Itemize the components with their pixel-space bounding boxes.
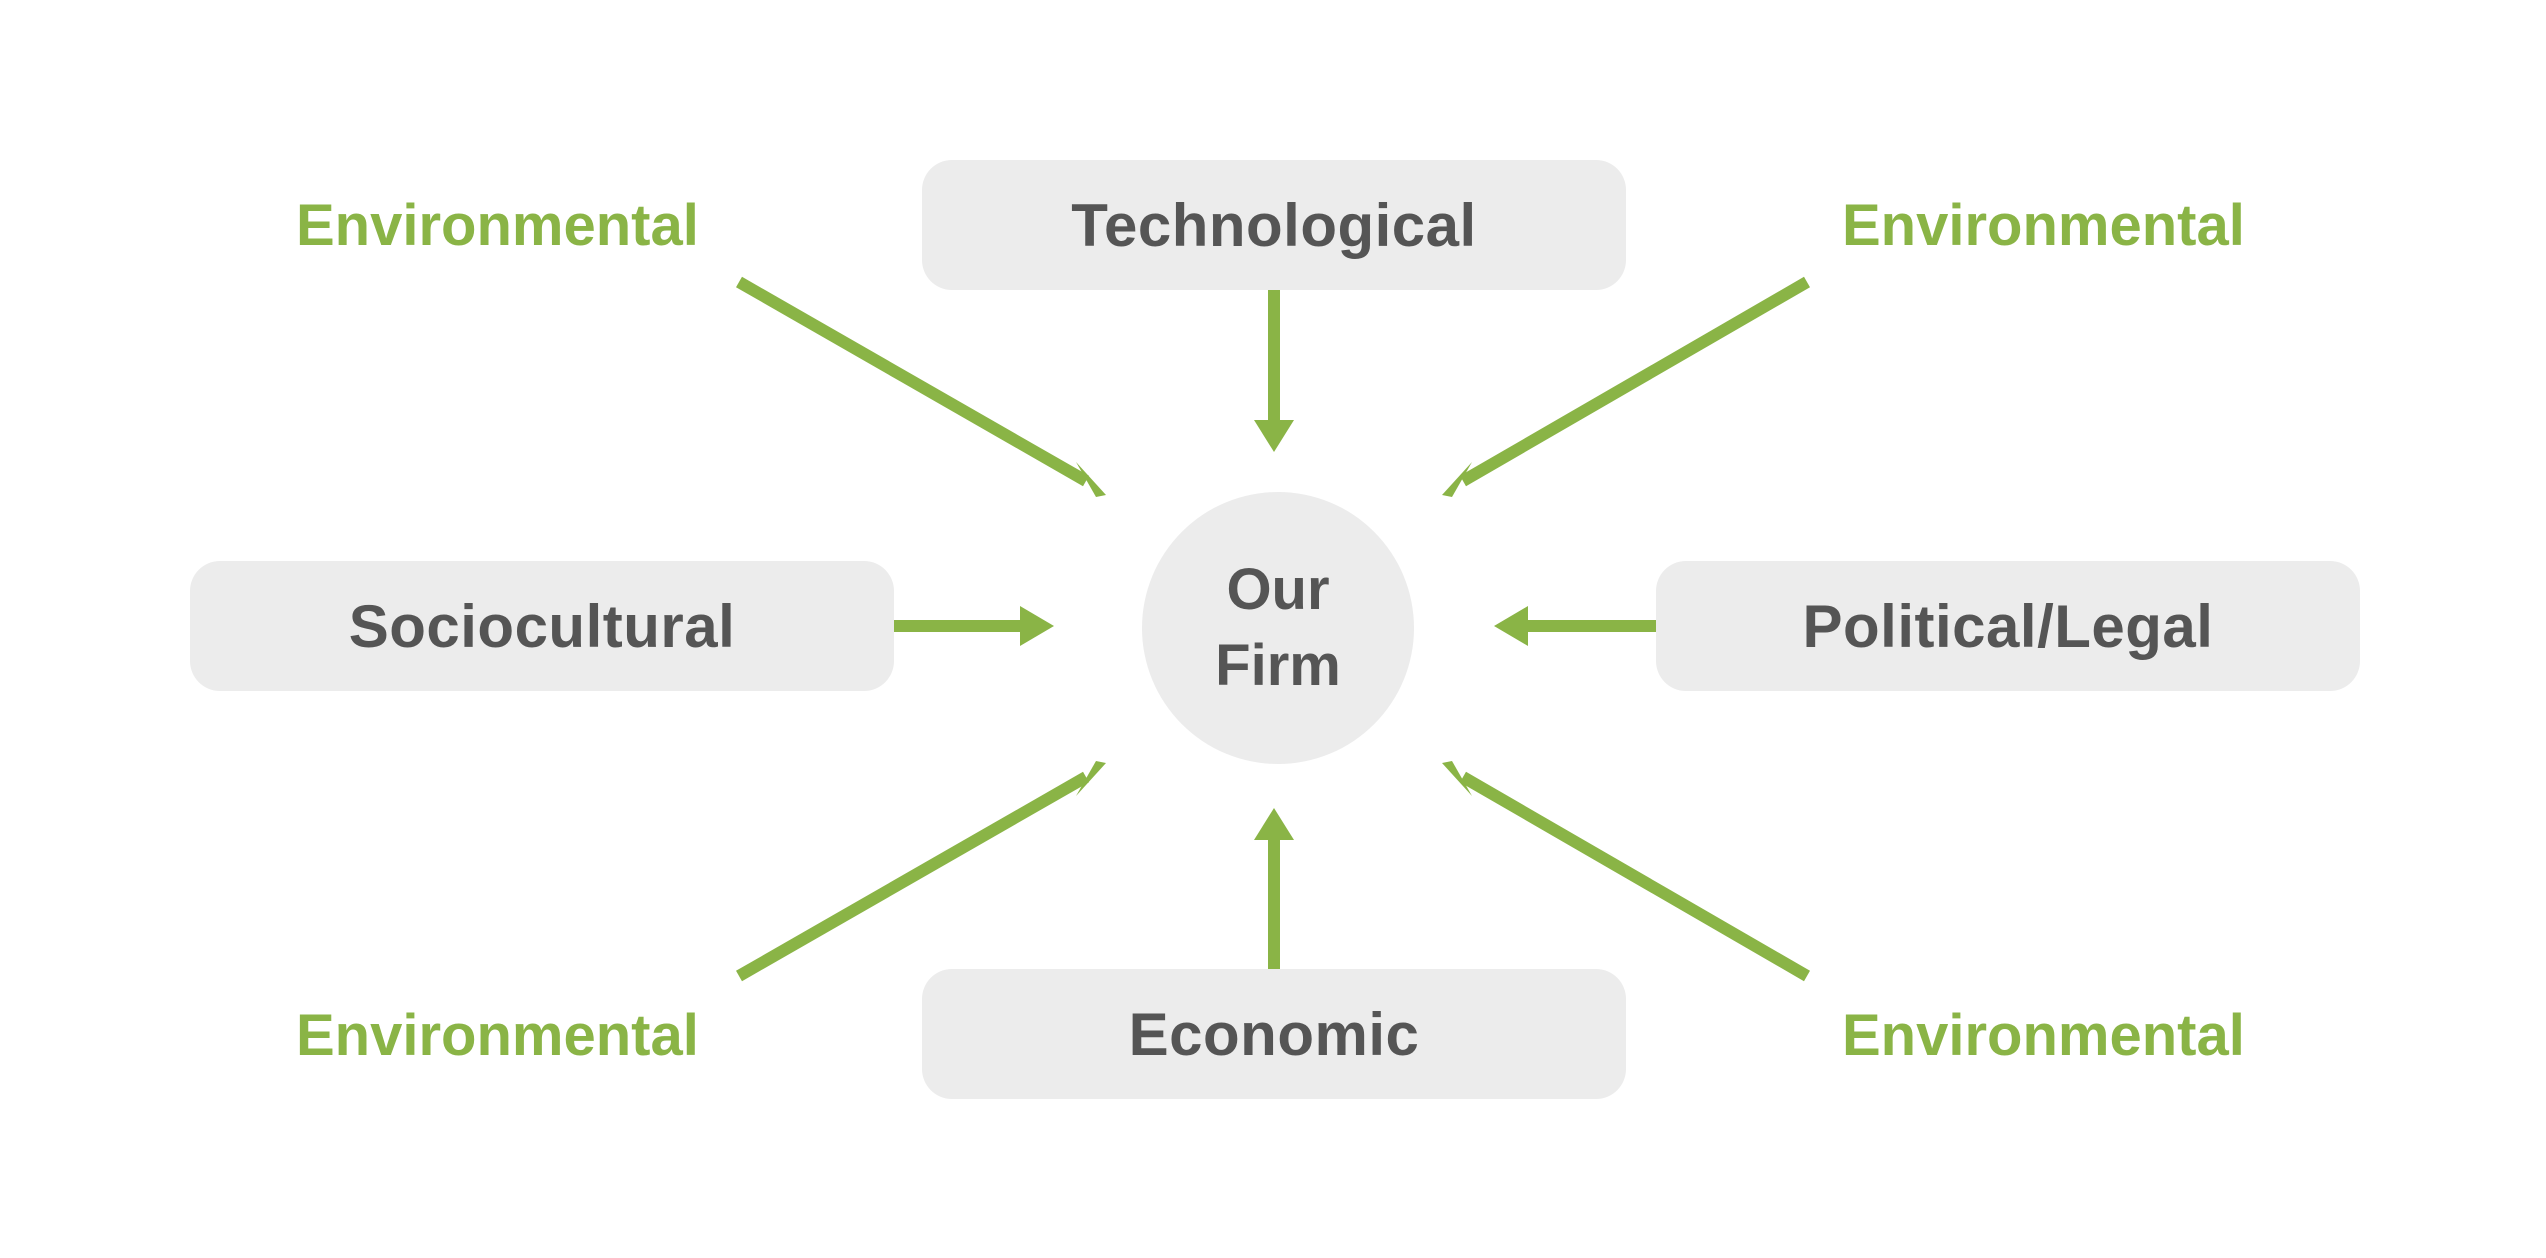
environmental-label-bottom-left: Environmental <box>296 1003 699 1068</box>
environmental-label-top-left: Environmental <box>296 193 699 258</box>
environmental-label-bottom-right: Environmental <box>1842 1003 2245 1068</box>
arrow-env-top-right <box>1442 276 1811 497</box>
arrow-economic <box>1254 808 1294 969</box>
arrow-sociocultural <box>894 606 1054 646</box>
environmental-label-top-right: Environmental <box>1842 193 2245 258</box>
arrow-political-legal <box>1494 606 1656 646</box>
center-label-line2: Firm <box>1215 633 1341 698</box>
arrow-env-top-left <box>736 276 1106 497</box>
label-economic: Economic <box>1128 1000 1420 1068</box>
box-economic: Economic <box>922 969 1626 1099</box>
label-technological: Technological <box>1071 191 1477 259</box>
center-label-line1: Our <box>1226 557 1330 622</box>
label-sociocultural: Sociocultural <box>348 592 736 660</box>
box-political-legal: Political/Legal <box>1656 561 2360 691</box>
center-firm-circle: Our Firm <box>1142 492 1414 764</box>
box-technological: Technological <box>922 160 1626 290</box>
arrow-env-bottom-left <box>736 761 1106 982</box>
label-political-legal: Political/Legal <box>1802 592 2214 660</box>
box-sociocultural: Sociocultural <box>190 561 894 691</box>
arrow-env-bottom-right <box>1442 761 1811 982</box>
arrow-technological <box>1254 290 1294 452</box>
